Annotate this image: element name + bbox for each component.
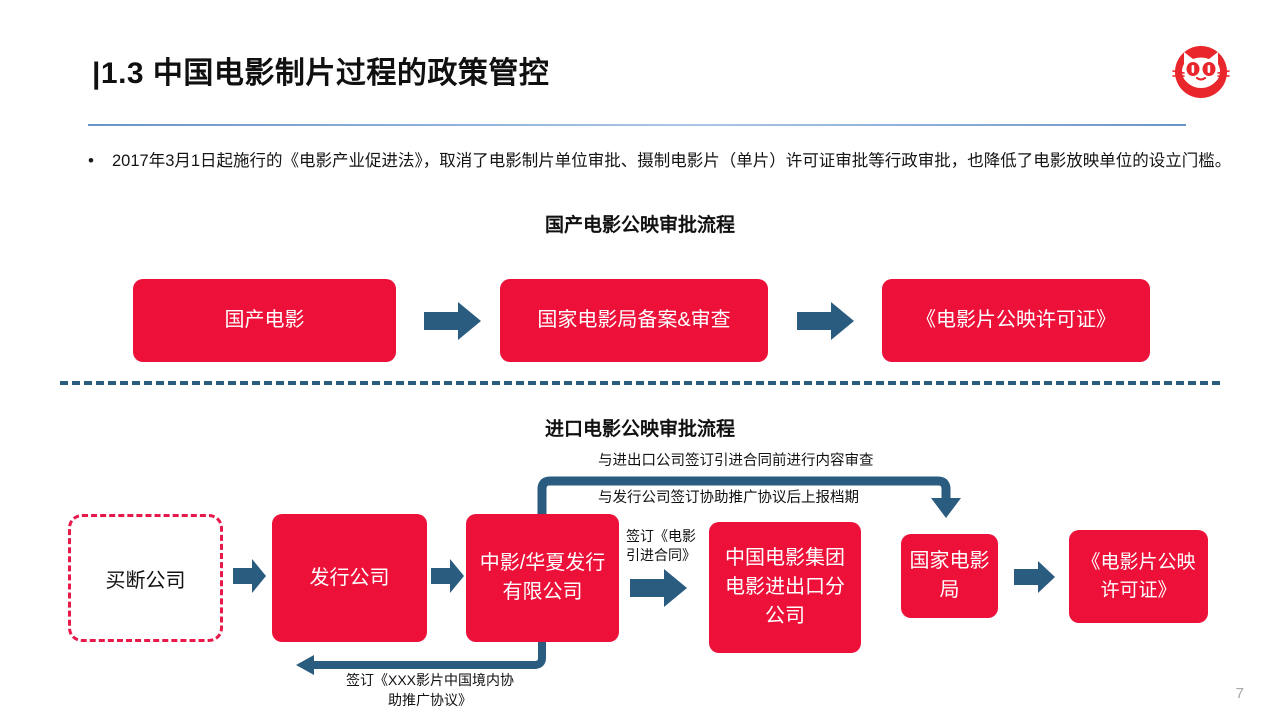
flow-node-import-screening-permit[interactable]: 《电影片公映许可证》: [1069, 530, 1208, 623]
arrow-import-2-icon: [431, 558, 465, 594]
flow-node-domestic-film[interactable]: 国产电影: [133, 279, 396, 362]
arrow-import-4-icon: [1014, 560, 1056, 594]
arrow-import-3-icon: [630, 567, 688, 609]
flow-node-distributor[interactable]: 发行公司: [272, 514, 427, 642]
flow-node-cfg-huaxia-distribution[interactable]: 中影/华夏发行有限公司: [466, 514, 619, 642]
connector-label-promo-agreement: 签订《XXX影片中国境内协助推广协议》: [345, 672, 514, 709]
maoyan-cat-logo-icon: [1167, 38, 1235, 106]
domestic-flow-heading: 国产电影公映审批流程: [544, 215, 735, 236]
arrow-domestic-1-icon: [424, 300, 482, 342]
flow-node-china-film-import-export[interactable]: 中国电影集团电影进出口分公司: [709, 522, 861, 653]
connector-label-schedule-report: 与发行公司签订协助推广协议后上报档期: [598, 490, 859, 506]
bullet-marker: •: [88, 151, 94, 170]
section-divider-dashed: [60, 381, 1220, 385]
flow-node-domestic-screening-permit[interactable]: 《电影片公映许可证》: [882, 279, 1150, 362]
flow-node-nfa-filing-review[interactable]: 国家电影局备案&审查: [500, 279, 768, 362]
page-number: 7: [1235, 685, 1244, 702]
flow-node-buyout-company[interactable]: 买断公司: [68, 514, 223, 642]
connector-label-import-contract: 签订《电影引进合同》: [626, 528, 696, 563]
header-divider-rule: [88, 124, 1186, 126]
bullet-row: • 2017年3月1日起施行的《电影产业促进法》，取消了电影制片单位审批、摄制电…: [84, 148, 1234, 174]
connector-label-content-review: 与进出口公司签订引进合同前进行内容审查: [598, 453, 874, 469]
flow-node-national-film-administration[interactable]: 国家电影局: [901, 534, 998, 618]
arrow-import-1-icon: [233, 558, 267, 594]
bullet-text: 2017年3月1日起施行的《电影产业促进法》，取消了电影制片单位审批、摄制电影片…: [112, 152, 1232, 170]
arrow-domestic-2-icon: [797, 300, 855, 342]
page-title: |1.3 中国电影制片过程的政策管控: [92, 57, 550, 90]
import-flow-heading: 进口电影公映审批流程: [544, 419, 735, 440]
